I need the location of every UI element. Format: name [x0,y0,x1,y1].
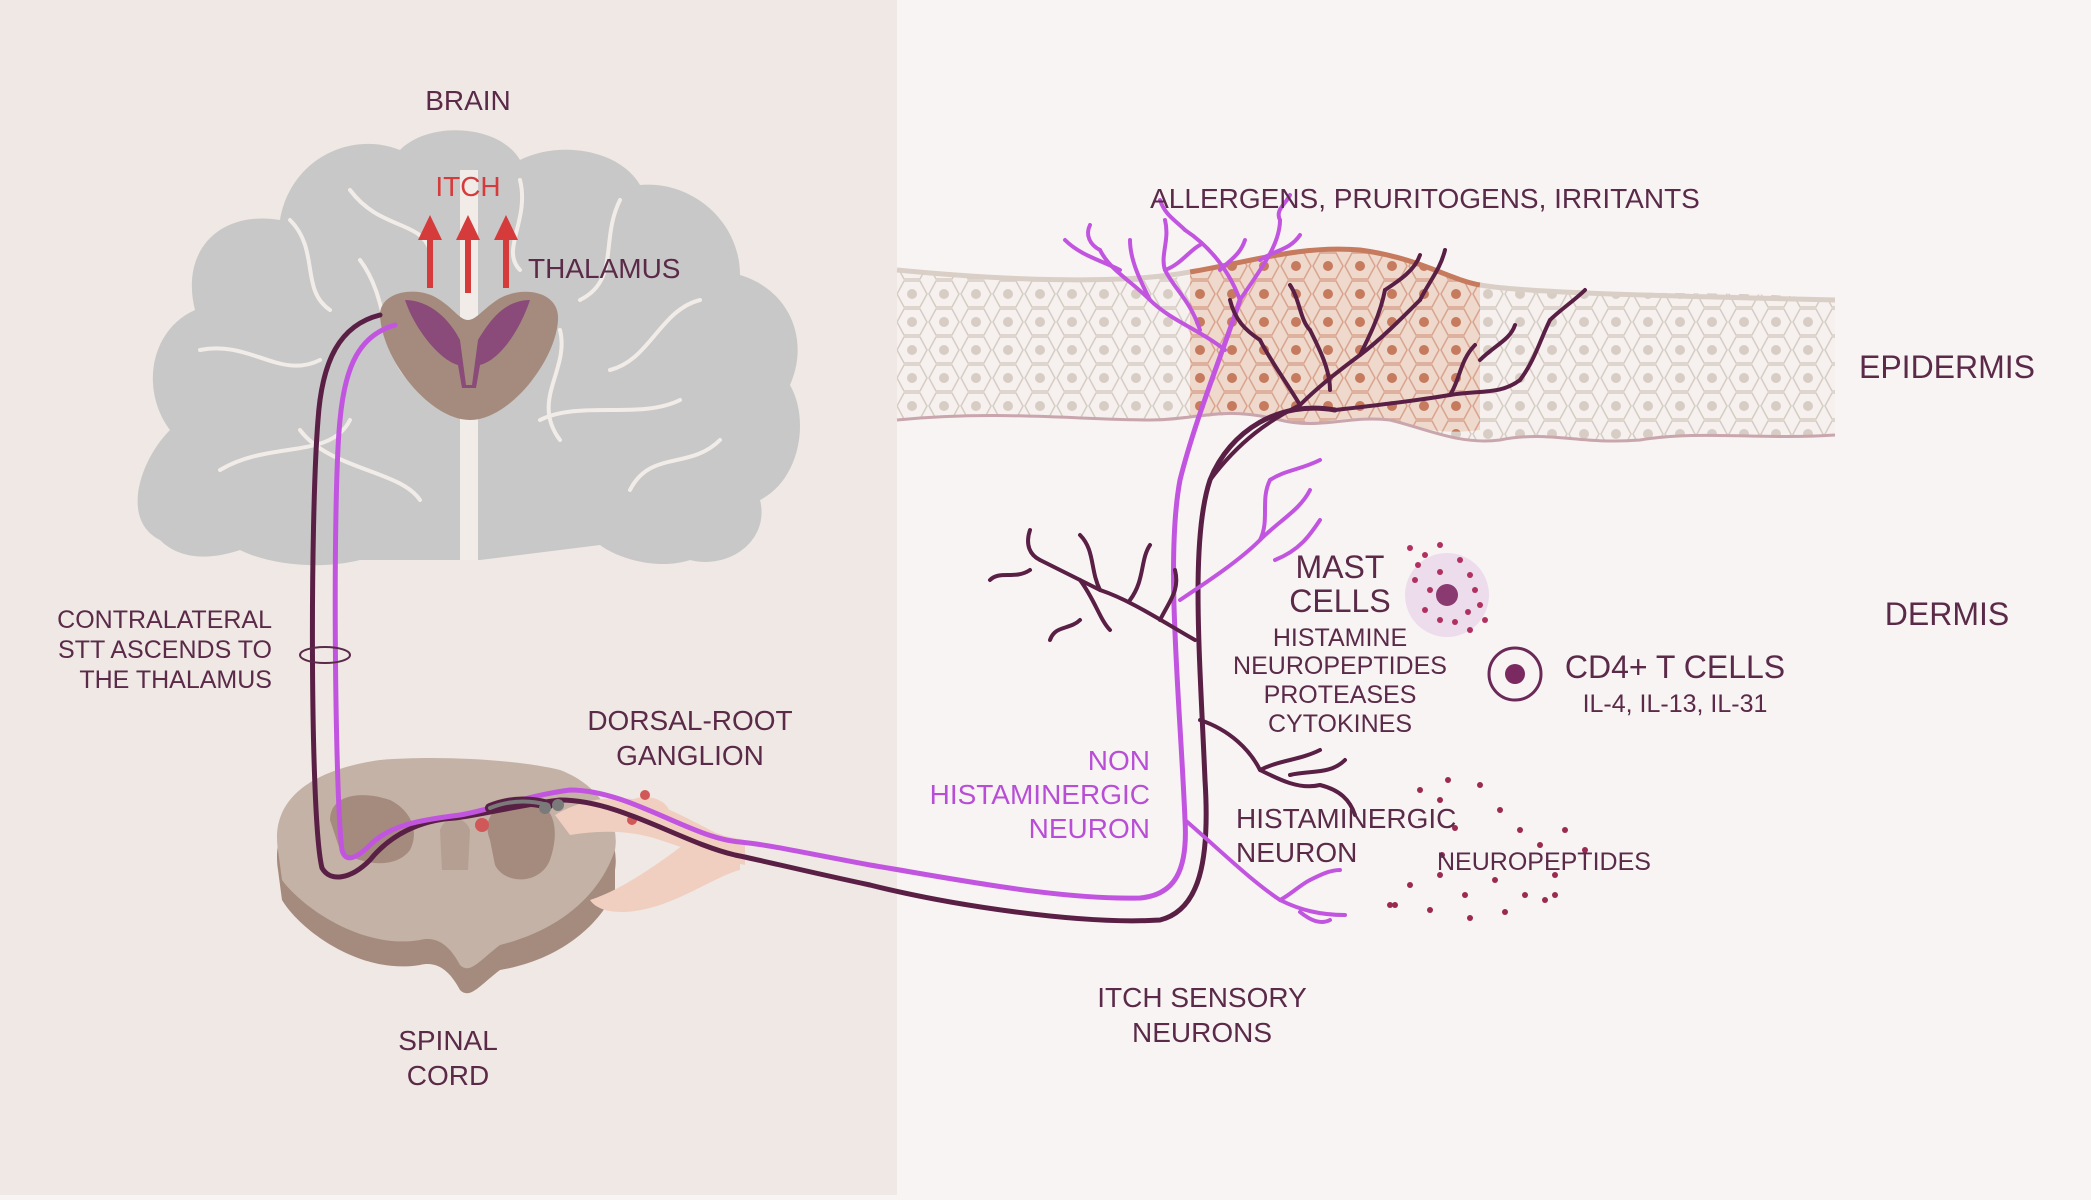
stt-label-line2: STT ASCENDS TO [58,636,272,664]
mast-product-cytokines: CYTOKINES [1268,710,1412,738]
non-histaminergic-label-line2: HISTAMINERGIC [930,779,1150,810]
non-histaminergic-label-line1: NON [1088,745,1150,776]
mast-product-neuropeptides: NEUROPEPTIDES [1233,652,1447,680]
drg-label-line1: DORSAL-ROOT [587,705,792,736]
epidermis-label: EPIDERMIS [1859,349,2035,385]
itch-arrow-icon [418,215,518,293]
spinal-cord-label-line1: SPINAL [398,1025,498,1056]
itch-label: ITCH [435,171,500,202]
t-cells-products: IL-4, IL-13, IL-31 [1583,690,1768,718]
itch-sensory-neurons-label-line2: NEURONS [1132,1017,1272,1048]
right-panel [897,0,2091,1195]
stt-label-line3: THE THALAMUS [79,666,272,694]
neuropeptide-dots [1387,777,1588,921]
t-cells-label: CD4+ T CELLS [1565,649,1785,685]
dermis-label: DERMIS [1885,596,2009,632]
spinal-cord-icon [276,758,616,994]
brain-label: BRAIN [425,85,511,116]
itch-sensory-neurons-label-line1: ITCH SENSORY [1097,982,1307,1013]
non-histaminergic-label-line3: NEURON [1029,813,1150,844]
thalamus-label: THALAMUS [528,253,680,284]
drg-label-line2: GANGLION [616,740,764,771]
mast-product-proteases: PROTEASES [1264,681,1417,709]
mast-product-histamine: HISTAMINE [1273,624,1407,652]
t-cell-icon [1487,646,1543,702]
nerve-fibers [299,193,1587,924]
dorsal-root-ganglion-icon [555,790,745,912]
mast-cells-label-line2: CELLS [1289,583,1390,619]
spinal-cord-label-line2: CORD [407,1060,489,1091]
histaminergic-label-line2: NEURON [1236,837,1357,868]
neuropeptides-label: NEUROPEPTIDES [1437,848,1651,876]
allergens-label: ALLERGENS, PRURITOGENS, IRRITANTS [1150,183,1700,214]
histaminergic-label-line1: HISTAMINERGIC [1236,803,1456,834]
mast-cell-icon [1405,542,1489,637]
mast-cells-label-line1: MAST [1296,549,1385,585]
thalamus-icon [380,291,559,420]
stt-label-line1: CONTRALATERAL [57,606,272,634]
